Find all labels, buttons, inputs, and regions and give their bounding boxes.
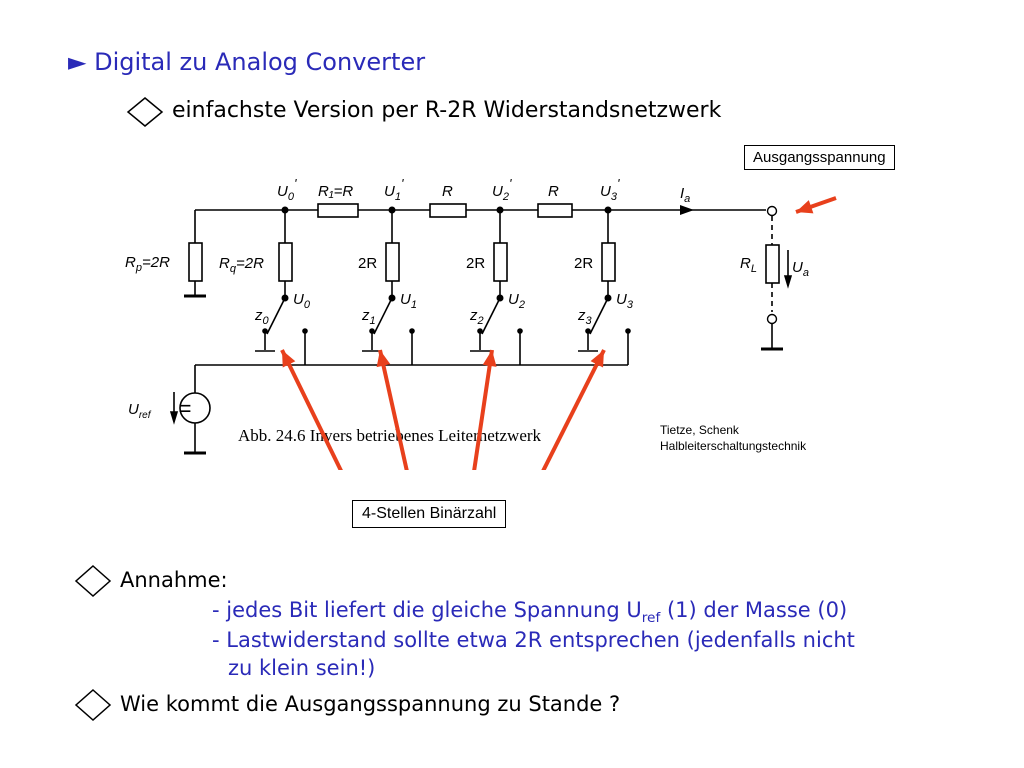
detail-line-1-text: - jedes Bit liefert die gleiche Spannung… — [212, 598, 642, 622]
slide-subtitle: einfachste Version per R-2R Widerstandsn… — [172, 98, 722, 123]
switch-label-0: z0 — [254, 307, 270, 327]
diamond-icon — [74, 688, 112, 722]
uref-label: Uref — [128, 401, 152, 421]
output-voltage-label: Ua — [792, 259, 809, 279]
shunt-resistor-2 — [493, 242, 508, 282]
binary-number-callout: 4-Stellen Binärzahl — [352, 500, 507, 528]
load-label: RL — [740, 255, 757, 275]
shunt-label-3: 2R — [574, 255, 593, 272]
credit-book: Halbleiterschaltungstechnik — [660, 439, 807, 453]
source-credit: Tietze, Schenk Halbleiterschaltungstechn… — [660, 422, 806, 454]
current-label: Ia — [680, 185, 690, 205]
node-label-0: U0' — [277, 176, 297, 203]
shunt-resistor-1 — [385, 242, 400, 282]
r2r-circuit-diagram: = U0' U0 z0 Rq=2R U1' U1 z1 2R U2' U2 z2 2R U3' U3 z3 2… — [125, 176, 837, 470]
switch-node-label-1: U1 — [400, 291, 417, 311]
series-resistor-3 — [537, 203, 573, 218]
series-resistor-1 — [317, 203, 359, 218]
red-arrow-0 — [280, 349, 343, 470]
node-label-2: U2' — [492, 176, 512, 203]
slide-title: ► Digital zu Analog Converter — [68, 48, 426, 76]
detail-line-2: - Lastwiderstand sollte etwa 2R entsprec… — [212, 628, 855, 652]
switch-node-label-0: U0 — [293, 291, 311, 311]
node-dot-1 — [388, 206, 396, 214]
node-label-3: U3' — [600, 176, 620, 203]
series-label-1: R — [442, 183, 453, 200]
source-symbol: = — [179, 396, 192, 421]
detail-line-1-sub: ref — [641, 610, 661, 627]
red-arrow-3 — [541, 349, 606, 470]
bullet-question: Wie kommt die Ausgangsspannung zu Stande… — [120, 692, 621, 716]
diamond-icon — [74, 564, 112, 598]
rp-label: Rp=2R — [125, 254, 170, 274]
switch-node-label-2: U2 — [508, 291, 525, 311]
red-arrow-1 — [378, 349, 409, 470]
node-dot-3 — [604, 206, 612, 214]
diamond-icon — [126, 97, 164, 127]
detail-line-1-suffix: (1) der Masse (0) — [660, 598, 848, 622]
shunt-resistor-3 — [601, 242, 616, 282]
ladder-stages: U0' U0 z0 Rq=2R U1' U1 z1 2R U2' U2 z2 2R U3' U3 z3 2R R… — [219, 176, 634, 365]
series-label-2: R — [548, 183, 559, 200]
ladder-stage-2: U2' U2 z2 2R — [466, 176, 525, 365]
red-arrow-2 — [472, 349, 494, 470]
switch-label-3: z3 — [577, 307, 593, 327]
shunt-resistor-0 — [278, 242, 293, 282]
bullet-assumption: Annahme: — [120, 568, 228, 592]
shunt-label-0: Rq=2R — [219, 255, 264, 275]
switch-node-label-3: U3 — [616, 291, 634, 311]
switch-label-2: z2 — [469, 307, 484, 327]
shunt-label-1: 2R — [358, 255, 377, 272]
detail-line-1: - jedes Bit liefert die gleiche Spannung… — [212, 598, 847, 626]
figure-caption: Abb. 24.6 Invers betriebenes Leiternetzw… — [238, 426, 542, 445]
series-label-0: R₁=R — [318, 183, 353, 200]
switch-label-1: z1 — [361, 307, 376, 327]
node-dot-2 — [496, 206, 504, 214]
shunt-label-2: 2R — [466, 255, 485, 272]
node-dot-0 — [281, 206, 289, 214]
credit-authors: Tietze, Schenk — [660, 423, 739, 437]
output-voltage-callout: Ausgangsspannung — [744, 145, 895, 170]
detail-line-3: zu klein sein!) — [228, 656, 376, 680]
ladder-stage-3: U3' U3 z3 2R — [574, 176, 634, 365]
ladder-stage-0: U0' U0 z0 Rq=2R — [219, 176, 311, 365]
pointer-arrows — [280, 196, 837, 470]
ladder-stage-1: U1' U1 z1 2R — [358, 176, 417, 365]
series-resistor-2 — [429, 203, 467, 218]
node-label-1: U1' — [384, 176, 404, 203]
